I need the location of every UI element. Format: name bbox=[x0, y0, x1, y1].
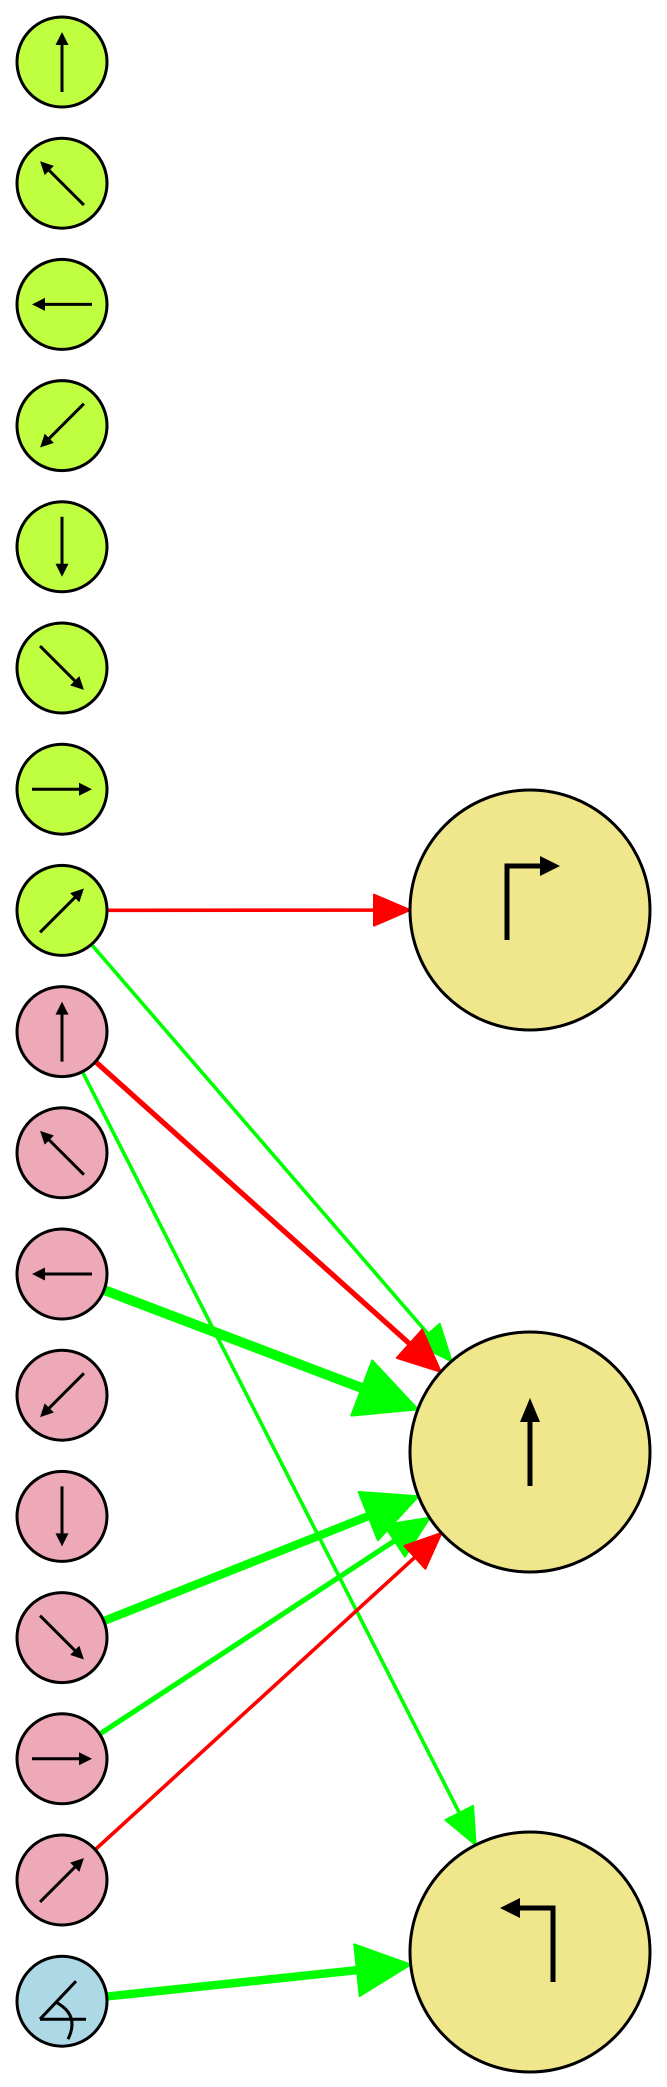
edge-arrowhead bbox=[353, 1943, 412, 1998]
arrow-up-left-icon bbox=[40, 1130, 85, 1176]
input-node-green-up-left bbox=[15, 136, 109, 230]
edges-layer bbox=[80, 893, 477, 2001]
arrow-up-right-icon bbox=[39, 888, 84, 934]
edge-arrowhead bbox=[383, 1516, 431, 1558]
input-node-green-down bbox=[15, 500, 109, 594]
input-node-green-left bbox=[15, 257, 109, 351]
edge-arrowhead bbox=[403, 1531, 443, 1570]
arrow-right-icon bbox=[32, 782, 92, 796]
input-node-green-up bbox=[15, 15, 109, 109]
edge-arrowhead bbox=[372, 893, 412, 927]
input-node-pink-up-left bbox=[15, 1106, 109, 1200]
input-node-pink-up bbox=[15, 985, 109, 1079]
input-node-blue-angle bbox=[15, 1954, 109, 2048]
arrow-down-left-icon bbox=[40, 1372, 85, 1418]
edge-pink-left-to-out-straight bbox=[102, 1285, 419, 1417]
edge-arrowhead bbox=[395, 1328, 442, 1373]
arrow-down-icon bbox=[55, 516, 69, 577]
edge-arrowhead bbox=[415, 1322, 453, 1363]
input-node-pink-right bbox=[15, 1712, 109, 1806]
input-node-pink-up-right bbox=[15, 1833, 109, 1927]
edge-green-up-right-to-out-straight bbox=[90, 943, 453, 1363]
edge-arrowhead bbox=[357, 1490, 420, 1542]
arrow-down-left-icon bbox=[40, 402, 85, 448]
output-node-out-turn-right bbox=[408, 788, 652, 1032]
input-node-green-up-right bbox=[15, 863, 109, 957]
arrow-left-icon bbox=[32, 1267, 92, 1281]
edge-pink-up-to-out-turn-left bbox=[80, 1070, 477, 1847]
arrow-down-icon bbox=[55, 1486, 69, 1547]
arrow-right-icon bbox=[32, 1752, 92, 1766]
edge-blue-angle-to-out-turn-left bbox=[106, 1943, 412, 2001]
arrow-down-right-icon bbox=[39, 645, 84, 690]
edge-green-up-right-to-out-turn-right bbox=[106, 893, 412, 927]
arrow-up-right-icon bbox=[39, 1858, 84, 1903]
edge-pink-down-right-to-out-straight bbox=[102, 1490, 420, 1625]
input-node-green-down-left bbox=[15, 379, 109, 473]
angle-icon bbox=[38, 1980, 86, 2040]
output-node-out-straight bbox=[408, 1330, 652, 1574]
input-node-pink-down bbox=[15, 1469, 109, 1563]
arrow-up-left-icon bbox=[40, 161, 85, 207]
edge-pink-up-to-out-straight bbox=[93, 1059, 442, 1373]
output-node-out-turn-left bbox=[408, 1830, 652, 2074]
edge-arrowhead bbox=[444, 1804, 477, 1847]
edge-arrowhead bbox=[350, 1359, 419, 1417]
input-node-pink-down-left bbox=[15, 1348, 109, 1442]
edge-pink-up-right-to-out-straight bbox=[93, 1531, 443, 1851]
input-node-pink-down-right bbox=[15, 1591, 109, 1685]
turn-right-icon bbox=[504, 856, 560, 940]
turn-left-icon bbox=[500, 1898, 556, 1982]
input-node-green-down-right bbox=[15, 621, 109, 715]
arrow-up-icon bbox=[55, 32, 69, 92]
arrow-left-icon bbox=[32, 297, 92, 311]
input-node-green-right bbox=[15, 742, 109, 836]
arrow-up-icon bbox=[55, 1001, 69, 1062]
straight-up-icon bbox=[520, 1398, 540, 1486]
edge-pink-right-to-out-straight bbox=[98, 1516, 431, 1737]
input-node-pink-left bbox=[15, 1227, 109, 1321]
nodes-layer bbox=[15, 15, 652, 2074]
arrow-down-right-icon bbox=[39, 1614, 84, 1660]
